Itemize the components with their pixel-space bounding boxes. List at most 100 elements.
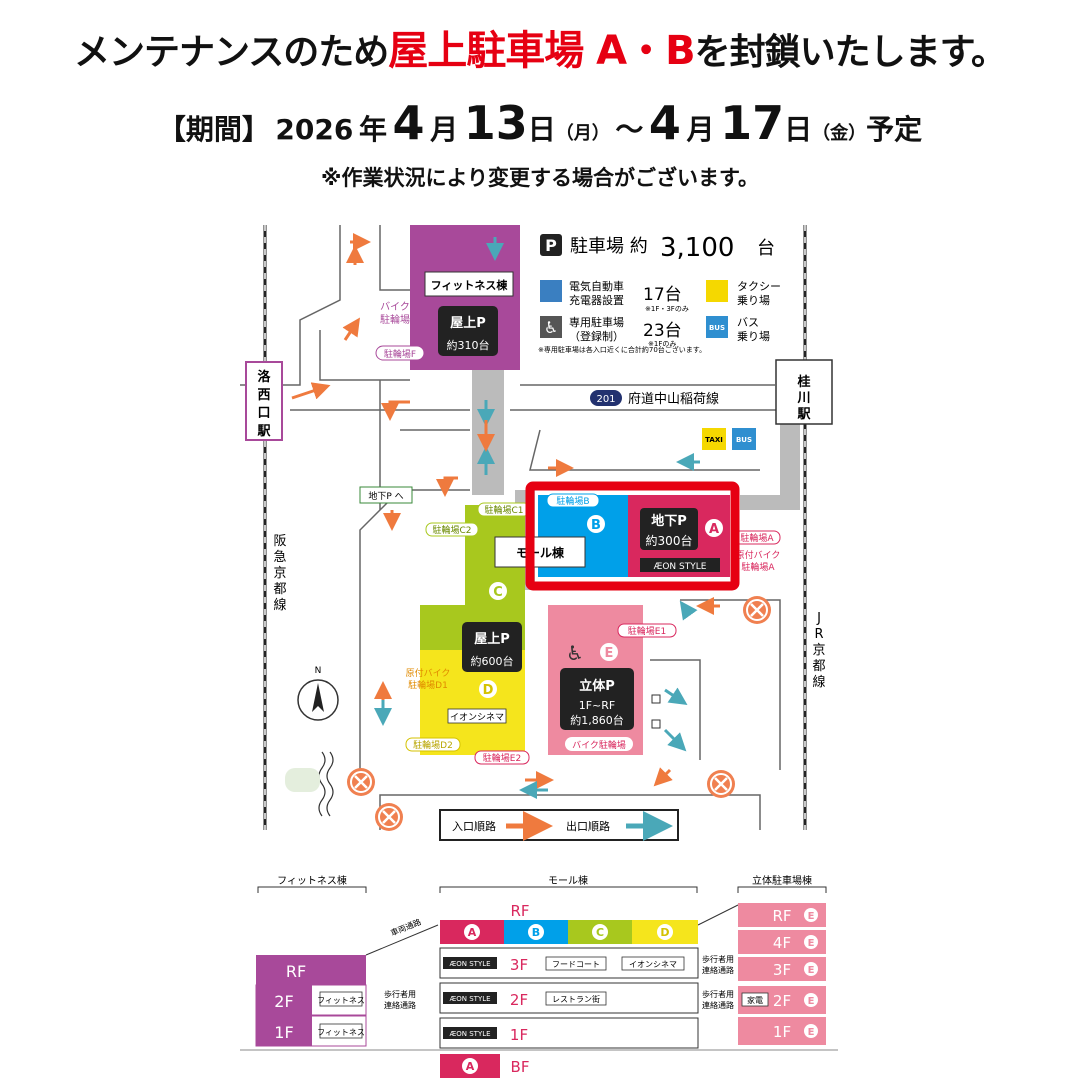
rooftop-c-p (462, 622, 522, 672)
mall-1f-label: 1F (510, 1026, 528, 1044)
period-nen: 年 (358, 113, 387, 146)
fitness-rooftop-p-label: 屋上P (450, 316, 486, 331)
period-gatsu-2: 月 (686, 113, 715, 146)
moped-d1: 原付バイク駐輪場D1 (406, 668, 451, 691)
section-zone-a: A (468, 926, 477, 939)
period-nichi-2: 日 (784, 113, 813, 146)
headline: メンテナンスのため屋上駐車場 A・Bを封鎖いたします。 (0, 18, 1080, 76)
route-arrows (291, 233, 720, 799)
ms-rf-label: RF (772, 907, 791, 925)
parking-total: 3,100 (660, 233, 734, 263)
taxi-icon (706, 280, 728, 302)
ms-zone-e-rf: E (808, 911, 815, 922)
vehicle-passage-left: 車両通路 (389, 917, 422, 938)
ev-note: ※1F・3Fのみ (645, 305, 689, 313)
svg-text:♿: ♿ (544, 318, 558, 337)
accessible-note: ※1Fのみ (648, 340, 676, 348)
pedestrian-passage-right-1: 歩行者用 (702, 954, 734, 964)
period-label: 【期間】 (157, 113, 270, 146)
zone-b-letter: B (591, 518, 601, 533)
floor-section: フィットネス棟 モール棟 立体駐車場棟 RF 2F フィットネス 1F フィット… (240, 874, 838, 1078)
route-201-badge (590, 390, 622, 406)
zone-c-letter: C (493, 585, 503, 600)
pedestrian-passage-right-4: 連絡通路 (702, 1000, 734, 1010)
ms-zone-e-1f: E (808, 1027, 815, 1038)
exit-arrow-icon (664, 687, 688, 705)
underground-p (640, 508, 698, 550)
road-name: 府道中山稲荷線 (628, 391, 719, 407)
svg-text:P: P (545, 236, 557, 255)
underground-p-arrow: 地下P へ (368, 490, 403, 502)
accessible-icon (540, 316, 562, 338)
electronics-2f: 家電 (747, 995, 763, 1005)
bus-label1: バス (737, 316, 759, 329)
taxi-stop-icon (702, 428, 726, 450)
bus-label2: 乗り場 (737, 330, 770, 343)
ms-1f-label: 1F (773, 1023, 791, 1041)
ms-4f-label: 4F (773, 934, 791, 952)
bicycle-b: 駐輪場B (556, 495, 589, 507)
period-end-day: 17 (720, 96, 785, 150)
fitness-bike-parking: バイク駐輪場 (380, 301, 410, 326)
aeon-style-2f: ÆON STYLE (449, 995, 490, 1003)
parking-total-unit: 台 (757, 238, 775, 259)
exit-arrow-icon (679, 600, 698, 621)
bicycle-f: 駐輪場F (384, 348, 416, 360)
multistory-p-label: 立体P (579, 678, 615, 694)
bicycle-e1: 駐輪場E1 (628, 625, 666, 637)
period-end-weekday: （金） (812, 123, 867, 144)
period-end-month: 4 (648, 96, 681, 150)
entry-arrow-icon (653, 767, 673, 787)
ms-zone-e-2f: E (808, 996, 815, 1007)
ev-label2: 充電器設置 (569, 293, 624, 307)
ramp (472, 370, 504, 495)
bicycle-e2: 駐輪場E2 (483, 752, 521, 764)
multistory-floors: 1F~RF (579, 699, 616, 712)
fitness-label: フィットネス棟 (431, 278, 509, 292)
pedestrian-passage-left-1: 歩行者用 (384, 989, 416, 999)
fitness-label-box (424, 271, 514, 297)
entry-arrow-icon (291, 382, 331, 400)
taxi-label2: 乗り場 (737, 294, 770, 307)
underground-p-count: 約300台 (646, 533, 693, 548)
section-zone-d: D (660, 926, 669, 939)
accessible-map-icon: ♿ (566, 641, 584, 665)
section-multistory-title: 立体駐車場棟 (752, 874, 812, 887)
headline-closed-parking: 屋上駐車場 A・B (388, 28, 695, 74)
katsura-station (775, 359, 833, 425)
ms-2f-label: 2F (773, 992, 791, 1010)
aeon-style-1f: ÆON STYLE (449, 1030, 490, 1038)
section-zone-b: B (532, 926, 540, 939)
exit-route-label: 出口順路 (566, 819, 610, 833)
closed-marker-icon (743, 596, 771, 624)
legend: P 駐車場 約 3,100 台 電気自動車 充電器設置 17台 ※1F・3Fのみ… (538, 233, 781, 354)
zone-e-letter: E (605, 646, 614, 661)
katsura-station-label: 桂川駅 (796, 374, 811, 422)
headline-pre: メンテナンスのため (73, 32, 389, 73)
mall-rf-label: RF (510, 902, 529, 920)
mall-2f-label: 2F (510, 991, 528, 1009)
hankyu-line-label: 阪急京都線 (273, 534, 286, 613)
aeon-cinema-3f: イオンシネマ (629, 960, 677, 969)
bus-stop-text: BUS (736, 436, 752, 444)
bus-icon (706, 316, 728, 338)
closed-marker-icon (707, 770, 735, 798)
zone-d-letter: D (483, 683, 494, 698)
fitness-tag-1f: フィットネス (317, 1028, 365, 1037)
mall-label: モール棟 (516, 545, 565, 560)
fitness-2f-label: 2F (274, 992, 293, 1011)
schedule-note: ※作業状況により変更する場合がございます。 (321, 166, 759, 190)
bus-icon-text: BUS (709, 324, 725, 332)
period-start-weekday: （月） (555, 123, 610, 144)
period-nichi: 日 (527, 113, 556, 146)
fitness-rooftop-p-count: 約310台 (447, 338, 490, 352)
ev-count: 17台 (643, 285, 682, 305)
bus-stop-icon (732, 428, 756, 450)
legend-footnote: ※専用駐車場は各入口近くに合計約70台ございます。 (538, 345, 706, 354)
ev-charger-icon (540, 280, 562, 302)
ev-label1: 電気自動車 (569, 279, 624, 293)
period-start-day: 13 (463, 96, 528, 150)
entry-arrow-icon (342, 317, 360, 341)
